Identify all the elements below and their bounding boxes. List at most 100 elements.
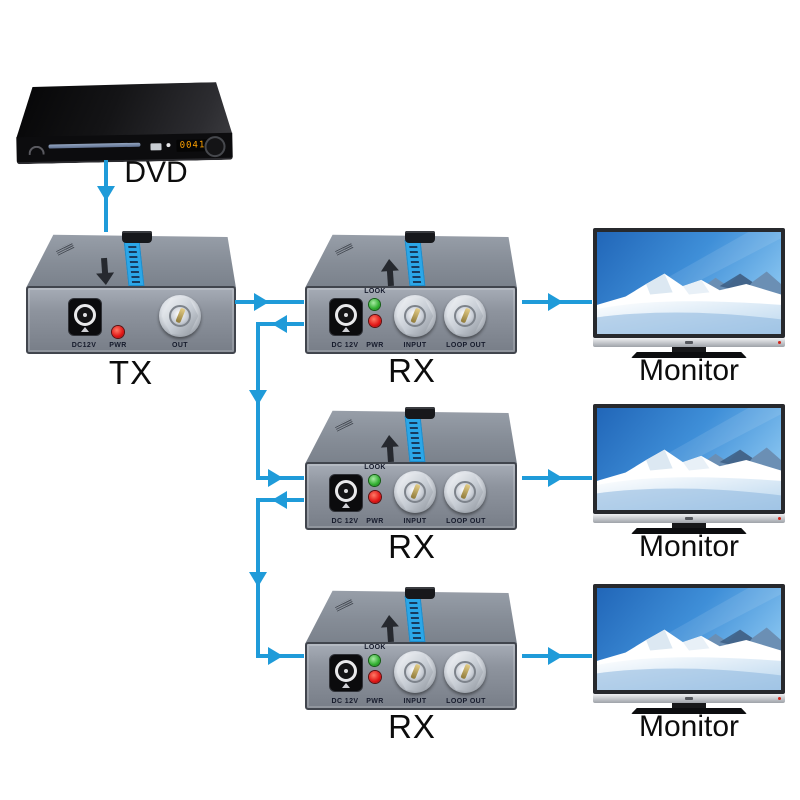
- dc-power-jack: [329, 474, 363, 512]
- bnc-loopout-connector: [444, 471, 486, 513]
- dvd-player-top: [15, 82, 232, 139]
- tx-pwr-label: PWR: [109, 342, 127, 349]
- bnc-out-connector: [159, 295, 201, 337]
- dc-power-jack: [329, 298, 363, 336]
- bnc-input-connector: [394, 295, 436, 337]
- dvd-player: 0041: [15, 82, 233, 165]
- monitor-frame: [593, 404, 785, 514]
- monitor-frame: [593, 228, 785, 338]
- pwr-led: [112, 326, 124, 338]
- power-led-dot: [778, 341, 781, 344]
- monitor-2: [593, 404, 785, 534]
- rx-input-label: INPUT: [403, 342, 427, 349]
- rx-input-label: INPUT: [403, 698, 427, 705]
- monitor-stand-neck: [672, 347, 706, 352]
- rx-unit-1: DC 12V LOOK PWR INPUT LOOP OUT: [305, 231, 517, 354]
- engraving: [334, 418, 354, 432]
- monitor3-label: Monitor: [638, 710, 740, 743]
- dvd-label: DVD: [124, 156, 188, 189]
- arrowhead-down-icon: [249, 572, 267, 587]
- arrowhead-right-icon: [254, 293, 269, 311]
- arrowhead-left-icon: [272, 491, 287, 509]
- hdmi-port: [405, 587, 435, 599]
- monitor-stand-neck: [672, 523, 706, 528]
- rx1-label: RX: [388, 352, 436, 389]
- engraving: [55, 242, 75, 256]
- lock-led: [369, 299, 380, 310]
- rx-power-label: DC 12V: [331, 698, 359, 705]
- lock-led: [369, 655, 380, 666]
- arrowhead-right-icon: [548, 469, 563, 487]
- rx-front-panel: DC 12V LOOK PWR INPUT LOOP OUT: [305, 286, 517, 354]
- rx-front-panel: DC 12V LOOK PWR INPUT LOOP OUT: [305, 642, 517, 710]
- rx-unit-2: DC 12V LOOK PWR INPUT LOOP OUT: [305, 407, 517, 530]
- rx-power-label: DC 12V: [331, 518, 359, 525]
- monitor-stand-base: [631, 352, 747, 358]
- rx-power-label: DC 12V: [331, 342, 359, 349]
- monitor-screen: [597, 232, 781, 334]
- tx-label: TX: [108, 354, 154, 391]
- tx-front-panel: DC12V PWR OUT: [26, 286, 236, 354]
- engraving: [334, 242, 354, 256]
- rx-lock-label: LOOK: [364, 288, 386, 295]
- rx-lock-label: LOOK: [364, 644, 386, 651]
- rx-lock-label: LOOK: [364, 464, 386, 471]
- dvd-usb-port: [150, 143, 162, 151]
- rx-loopout-label: LOOP OUT: [446, 342, 486, 349]
- monitor-bottom-bezel: [593, 514, 785, 523]
- dvd-knob: [204, 135, 226, 158]
- bnc-loopout-connector: [444, 651, 486, 693]
- sensor-dot: [685, 517, 693, 520]
- tx-power-label: DC12V: [71, 342, 97, 349]
- rx-top-face: [305, 590, 517, 644]
- engraving: [334, 598, 354, 612]
- signal-direction-down-icon: [95, 257, 115, 286]
- arrowhead-right-icon: [548, 647, 563, 665]
- hdmi-port: [405, 407, 435, 419]
- monitor-frame: [593, 584, 785, 694]
- screen-image: [597, 408, 781, 510]
- signal-direction-up-icon: [380, 433, 400, 463]
- monitor-1: [593, 228, 785, 358]
- hdmi-port: [405, 231, 435, 243]
- hdmi-port: [122, 231, 152, 243]
- rx-unit-3: DC 12V LOOK PWR INPUT LOOP OUT: [305, 587, 517, 710]
- rx-top-face: [305, 234, 517, 288]
- monitor-stand-base: [631, 708, 747, 714]
- arrowhead-right-icon: [548, 293, 563, 311]
- signal-direction-up-icon: [380, 613, 400, 643]
- pwr-led: [369, 671, 381, 683]
- sensor-dot: [685, 341, 693, 344]
- lock-led: [369, 475, 380, 486]
- rx2-label: RX: [388, 528, 436, 565]
- rx-loopout-label: LOOP OUT: [446, 698, 486, 705]
- monitor-screen: [597, 408, 781, 510]
- monitor-stand-base: [631, 528, 747, 534]
- dvd-eject-mark: [28, 145, 45, 156]
- rx-pwr-label: PWR: [366, 698, 384, 705]
- monitor-bottom-bezel: [593, 338, 785, 347]
- bnc-input-connector: [394, 471, 436, 513]
- dvd-indicator-dot: [166, 143, 171, 148]
- rx-input-label: INPUT: [403, 518, 427, 525]
- tx-top-face: [26, 234, 236, 288]
- screen-image: [597, 588, 781, 690]
- cable-tx-to-rx1: [235, 300, 304, 304]
- monitor-bottom-bezel: [593, 694, 785, 703]
- rx3-label: RX: [388, 708, 436, 745]
- arrowhead-down-icon: [249, 390, 267, 405]
- arrowhead-down-icon: [97, 186, 115, 201]
- rx-front-panel: DC 12V LOOK PWR INPUT LOOP OUT: [305, 462, 517, 530]
- arrowhead-left-icon: [272, 315, 287, 333]
- rx-pwr-label: PWR: [366, 518, 384, 525]
- tx-out-label: OUT: [172, 342, 188, 349]
- label-strip: [404, 416, 426, 462]
- sensor-dot: [685, 697, 693, 700]
- dc-power-jack: [68, 298, 102, 336]
- monitor-3: [593, 584, 785, 714]
- rx-pwr-label: PWR: [366, 342, 384, 349]
- label-strip: [404, 596, 426, 642]
- arrowhead-right-icon: [268, 469, 283, 487]
- monitor-stand-neck: [672, 703, 706, 708]
